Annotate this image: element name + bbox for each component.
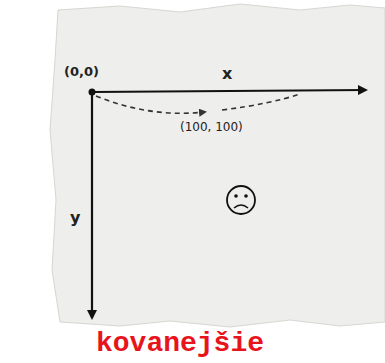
dashed-path [222,94,300,110]
axis-label: y [70,208,80,227]
axis-label: x [222,64,232,83]
x-axis [92,90,366,92]
y-axis [91,92,93,318]
origin-dot [89,89,96,96]
sad-face [227,186,255,214]
origin-label: (0,0) [64,64,99,79]
caption-fragment: kovanejšie [96,328,264,359]
dashed-path [96,96,205,113]
torn-paper [50,4,385,327]
point-label: (100, 100) [180,120,243,134]
